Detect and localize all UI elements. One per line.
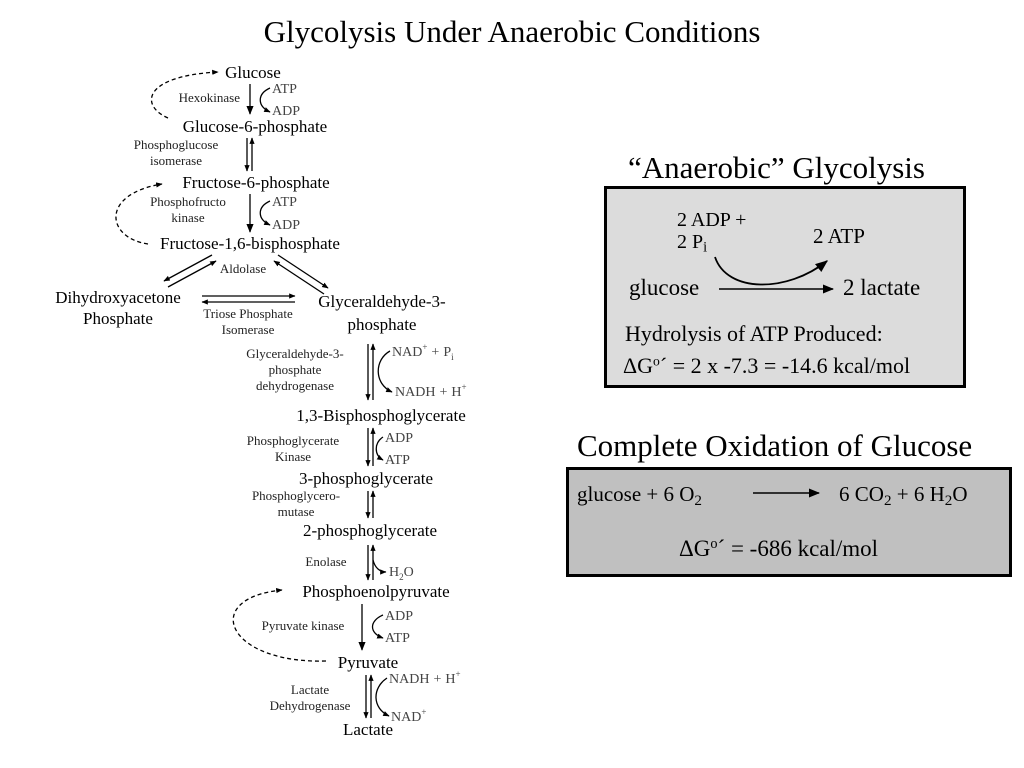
cofactor-hexokinase-adp: ADP	[272, 104, 300, 119]
compound-g3p-line2: phosphate	[348, 315, 417, 334]
cofactor-gapdh-nadh-h: NADH+H+	[395, 382, 467, 400]
compound-dhap-line2: Phosphate	[83, 309, 153, 328]
cofactor-pgk-adp: ADP	[385, 431, 413, 446]
enzyme-ldh-line2: Dehydrogenase	[270, 698, 351, 713]
oxidation-delta-g: ΔGo´ = -686 kcal/mol	[679, 536, 879, 561]
curve-pfk-atp-adp	[259, 200, 271, 226]
enzyme-pgi-line2: isomerase	[150, 153, 202, 168]
arrow-aldolase-to-g3p	[277, 254, 329, 289]
dashed-arrow-pyruvate-to-pep	[232, 587, 327, 662]
enzyme-pgm-line1: Phosphoglycero-	[252, 488, 340, 503]
enzyme-gapdh-line3: dehydrogenase	[256, 378, 334, 393]
enzyme-gapdh-line2: phosphate	[269, 362, 322, 377]
anaerobic-hydrolysis-label: Hydrolysis of ATP Produced:	[625, 321, 883, 346]
enzyme-gapdh-line1: Glyceraldehyde-3-	[246, 346, 343, 361]
cofactor-hexokinase-atp: ATP	[272, 82, 297, 97]
cofactor-pfk-atp: ATP	[272, 195, 297, 210]
curve-gapdh-nad-nadh	[377, 350, 393, 393]
oxidation-arrow-svg	[753, 488, 821, 498]
enzyme-pfk-line2: kinase	[171, 210, 204, 225]
oxidation-title: Complete Oxidation of Glucose	[577, 428, 973, 463]
anaerobic-delta-g: ΔGo´ = 2 x -7.3 = -14.6 kcal/mol	[623, 353, 911, 378]
enzyme-tpi-line2: Isomerase	[222, 322, 275, 337]
main-title: Glycolysis Under Anaerobic Conditions	[263, 14, 761, 49]
cofactor-enolase-water: H2O	[389, 565, 414, 582]
oxidation-rhs: 6 CO2 + 6 H2O	[839, 482, 968, 509]
anaerobic-substrate: glucose	[629, 275, 700, 300]
dashed-arrow-f16bp-to-f6p	[115, 182, 163, 245]
dashed-arrow-g6p-to-glucose	[150, 69, 219, 119]
compound-pyruvate: Pyruvate	[338, 653, 398, 672]
anaerobic-reaction-arrows	[714, 256, 835, 294]
curve-hexokinase-atp-adp	[259, 87, 271, 113]
compound-glucose-6-phosphate: Glucose-6-phosphate	[183, 117, 327, 136]
cofactor-gapdh-nad-pi: NAD++Pi	[392, 342, 454, 362]
anaerobic-product-atp: 2 ATP	[813, 224, 865, 248]
arrow-aldolase-from-dhap	[167, 260, 217, 288]
compound-3-phosphoglycerate: 3-phosphoglycerate	[299, 469, 433, 488]
compound-fructose-6-phosphate: Fructose-6-phosphate	[182, 173, 329, 192]
compound-g3p-line1: Glyceraldehyde-3-	[318, 292, 446, 311]
anaerobic-product-lactate: 2 lactate	[843, 275, 921, 300]
anaerobic-box: 2 ADP + 2 Pi 2 ATP glucose 2 lactate Hyd…	[604, 186, 966, 388]
compound-2-phosphoglycerate: 2-phosphoglycerate	[303, 521, 437, 540]
compound-phosphoenolpyruvate: Phosphoenolpyruvate	[302, 582, 449, 601]
cofactor-pfk-adp: ADP	[272, 218, 300, 233]
curve-ldh-nadh-nad	[375, 677, 390, 717]
enzyme-enolase: Enolase	[305, 554, 346, 569]
arrow-aldolase-from-g3p	[273, 260, 325, 295]
oxidation-box: glucose + 6 O2 6 CO2 + 6 H2O ΔGo´ = -686…	[566, 467, 1012, 577]
oxidation-lhs: glucose + 6 O2	[577, 482, 702, 509]
cofactor-ldh-nadh-h: NADH+H+	[389, 669, 461, 687]
cofactor-pk-adp: ADP	[385, 609, 413, 624]
enzyme-pyruvate-kinase: Pyruvate kinase	[262, 618, 345, 633]
anaerobic-title: “Anaerobic” Glycolysis	[628, 150, 925, 185]
enzyme-ldh-line1: Lactate	[291, 682, 329, 697]
anaerobic-reactant-adp: 2 ADP +	[677, 209, 747, 231]
compound-lactate: Lactate	[343, 720, 393, 739]
enzyme-pgm-line2: mutase	[278, 504, 315, 519]
curve-pk-adp-atp	[371, 614, 384, 639]
cofactor-pk-atp: ATP	[385, 631, 410, 646]
curve-pgk-adp-atp	[375, 436, 384, 461]
enzyme-pgi-line1: Phosphoglucose	[134, 137, 219, 152]
compound-fructose-1-6-bisphosphate: Fructose-1,6-bisphosphate	[160, 234, 340, 253]
enzyme-pgk-line1: Phosphoglycerate	[247, 433, 340, 448]
enzyme-pgk-line2: Kinase	[275, 449, 311, 464]
curve-enolase-water	[372, 559, 387, 575]
enzyme-aldolase: Aldolase	[220, 261, 266, 276]
compound-glucose: Glucose	[225, 63, 281, 82]
anaerobic-reactant-pi: 2 Pi	[677, 231, 708, 256]
enzyme-tpi-line1: Triose Phosphate	[203, 306, 293, 321]
cofactor-ldh-nad: NAD+	[391, 707, 426, 725]
enzyme-hexokinase: Hexokinase	[179, 90, 241, 105]
cofactor-pgk-atp: ATP	[385, 453, 410, 468]
anaerobic-atp-curve	[714, 256, 828, 286]
enzyme-pfk-line1: Phosphofructo	[150, 194, 226, 209]
glycolysis-pathway-diagram: Glucose Glucose-6-phosphate Fructose-6-p…	[55, 63, 467, 739]
compound-1-3-bisphosphoglycerate: 1,3-Bisphosphoglycerate	[296, 406, 466, 425]
compound-dhap-line1: Dihydroxyacetone	[55, 288, 181, 307]
arrow-aldolase-to-dhap	[163, 254, 213, 282]
